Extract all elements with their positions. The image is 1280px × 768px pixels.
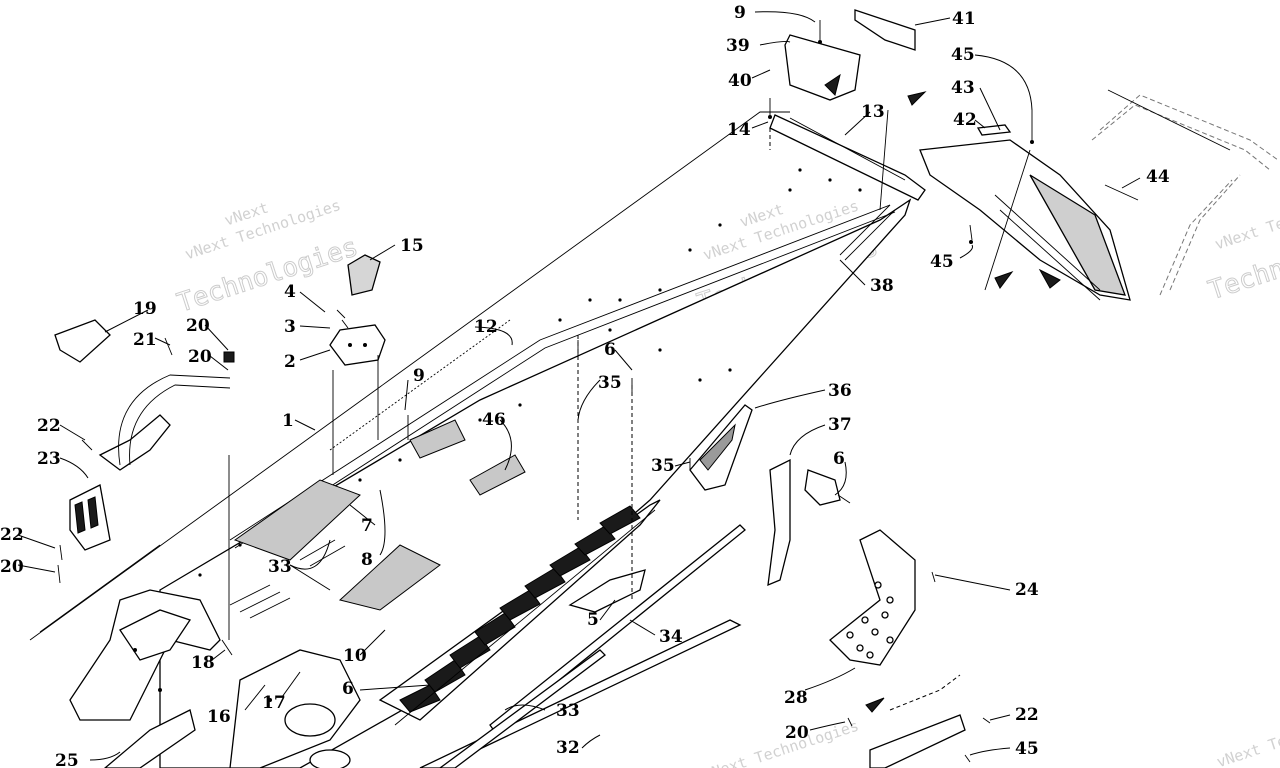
rear-bracket-parts — [784, 9, 916, 101]
callout-2: 2 — [284, 352, 296, 372]
callout-45: 45 — [951, 45, 975, 65]
callout-38: 38 — [870, 276, 894, 296]
hardware-bolts — [57, 20, 1034, 763]
callout-4: 4 — [284, 282, 296, 302]
callout-1: 1 — [282, 411, 294, 431]
callout-20: 20 — [785, 723, 809, 743]
callout-14: 16 — [207, 707, 231, 727]
callout-18: 20 — [188, 347, 212, 367]
callout-20: 20 — [0, 557, 24, 577]
callout-16: 18 — [191, 653, 215, 673]
callout-39: 39 — [726, 36, 750, 56]
callout-24: 24 — [1015, 580, 1039, 600]
callout-19: 20 — [186, 316, 210, 336]
watermark-text: vNext Technologies — [1213, 186, 1280, 253]
callout-11: 13 — [861, 102, 885, 122]
side-panel-parts — [829, 529, 966, 768]
callout-13: 15 — [400, 236, 424, 256]
callout-28: 28 — [784, 688, 808, 708]
callout-42: 42 — [953, 110, 977, 130]
callout-10: 12 — [474, 317, 498, 337]
watermark-text: vNext Technologies — [1214, 704, 1280, 768]
callout-3: 3 — [284, 317, 296, 337]
foot-grip-pads — [229, 419, 526, 619]
running-board-cutouts — [399, 505, 641, 713]
callout-6: 6 — [604, 340, 616, 360]
callout-37: 37 — [828, 415, 852, 435]
callout-35: 35 — [598, 373, 622, 393]
callout-43: 43 — [951, 78, 975, 98]
side-panel-holes — [846, 581, 894, 659]
direction-arrows — [865, 91, 1031, 713]
callout-labels: 9 39 40 41 14 13 45 43 42 44 45 38 15 4 … — [0, 3, 1170, 768]
callout-9: 9 — [734, 3, 746, 23]
callout-22: 22 — [0, 525, 24, 545]
slide-rails — [419, 524, 746, 768]
rail-support-parts — [568, 404, 841, 613]
callout-23: 23 — [37, 449, 61, 469]
callout-22: 22 — [37, 416, 61, 436]
callout-21: 21 — [133, 330, 157, 350]
callout-34: 34 — [659, 627, 683, 647]
callout-12: 14 — [727, 120, 751, 140]
callout-6: 6 — [833, 449, 845, 469]
callout-9: 10 — [343, 646, 367, 666]
callout-41: 41 — [952, 9, 976, 29]
callout-7: 7 — [361, 516, 373, 536]
callout-15: 17 — [262, 693, 286, 713]
callout-25: 25 — [55, 751, 79, 768]
tunnel-frame — [29, 111, 926, 768]
callout-46: 46 — [482, 410, 506, 430]
callout-45: 45 — [1015, 739, 1039, 759]
callout-17: 19 — [133, 299, 157, 319]
front-frame-assembly — [69, 589, 361, 768]
callout-36: 36 — [828, 381, 852, 401]
callout-32: 32 — [556, 738, 580, 758]
leader-lines — [17, 11, 1141, 761]
callout-45: 45 — [930, 252, 954, 272]
callout-33: 33 — [556, 701, 580, 721]
running-board — [378, 499, 661, 726]
watermark-text: vNext Technologies — [701, 717, 861, 768]
callout-22: 22 — [1015, 705, 1039, 725]
bracket-parts-2-13 — [329, 254, 386, 366]
callout-5: 5 — [587, 610, 599, 630]
callout-30: 33 — [268, 557, 292, 577]
rear-flap-assembly — [919, 89, 1279, 301]
callout-40: 40 — [728, 71, 752, 91]
assembly-lines — [332, 128, 771, 600]
callout-8: 8 — [361, 550, 373, 570]
callout-6: 6 — [342, 679, 354, 699]
callout-44: 44 — [1146, 167, 1170, 187]
callout-35: 35 — [651, 456, 675, 476]
callout-9: 9 — [413, 366, 425, 386]
grab-handle-parts — [54, 319, 231, 551]
